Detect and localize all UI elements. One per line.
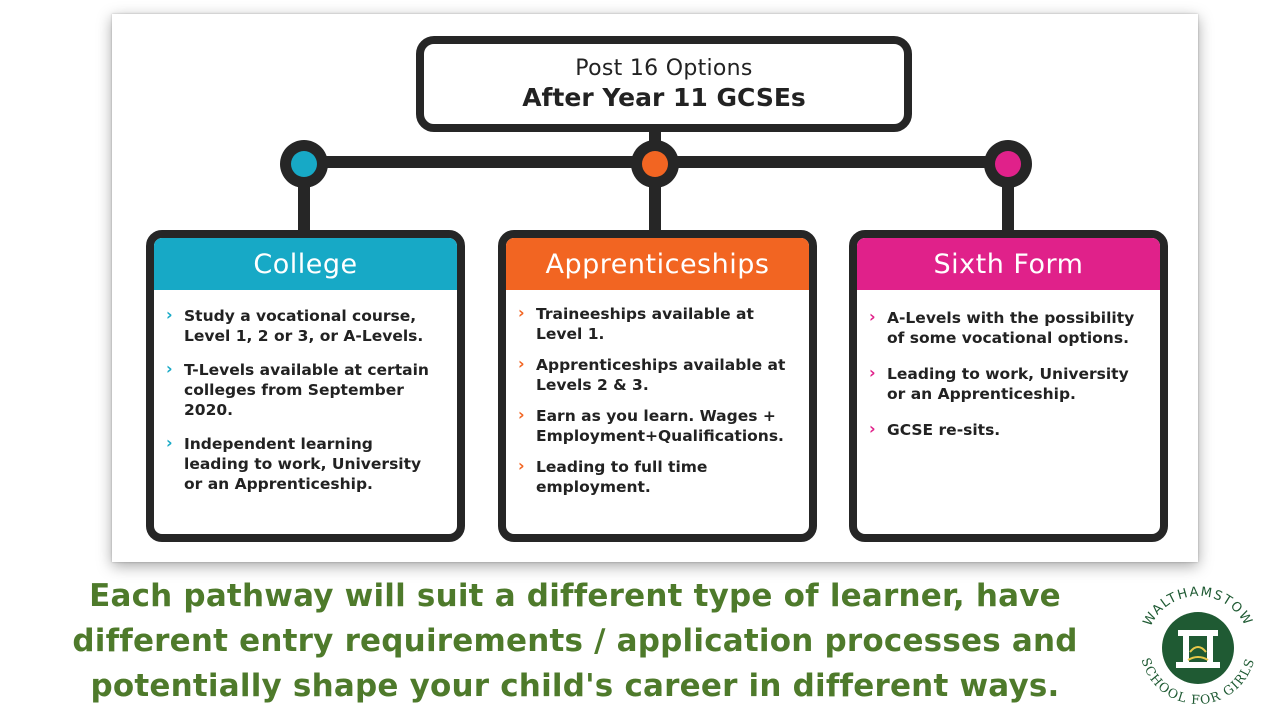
school-logo: WALTHAMSTOW SCHOOL FOR GIRLS bbox=[1139, 585, 1257, 707]
chevron-right-icon: › bbox=[518, 405, 525, 424]
chevron-right-icon: › bbox=[869, 307, 876, 326]
chevron-right-icon: › bbox=[518, 456, 525, 475]
list-item: ›Apprenticeships available at Levels 2 &… bbox=[518, 354, 786, 395]
list-item: ›A-Levels with the possibility of some v… bbox=[869, 307, 1135, 348]
list-item: ›GCSE re-sits. bbox=[869, 419, 1001, 440]
connector-lines bbox=[280, 124, 1032, 234]
card-apprenticeships: Apprenticeships ›Traineeships available … bbox=[498, 230, 817, 542]
caption-text: Each pathway will suit a different type … bbox=[72, 578, 1078, 704]
diagram-panel: Post 16 Options After Year 11 GCSEs Coll… bbox=[112, 14, 1198, 562]
chevron-right-icon: › bbox=[869, 419, 876, 438]
list-item: ›Leading to work, University or an Appre… bbox=[869, 363, 1129, 404]
card-sixth-form-heading: Sixth Form bbox=[857, 238, 1160, 290]
card-sixth-form: Sixth Form ›A-Levels with the possibilit… bbox=[849, 230, 1168, 542]
list-item: ›T-Levels available at certain colleges … bbox=[166, 359, 429, 420]
list-item: ›Traineeships available at Level 1. bbox=[518, 303, 754, 344]
chevron-right-icon: › bbox=[518, 303, 525, 322]
chevron-right-icon: › bbox=[166, 359, 173, 378]
list-item: ›Leading to full time employment. bbox=[518, 456, 708, 497]
chevron-right-icon: › bbox=[518, 354, 525, 373]
card-college: College ›Study a vocational course, Leve… bbox=[146, 230, 465, 542]
list-item: ›Independent learning leading to work, U… bbox=[166, 433, 422, 494]
card-college-heading: College bbox=[154, 238, 457, 290]
card-apprenticeships-heading: Apprenticeships bbox=[506, 238, 809, 290]
list-item: ›Study a vocational course, Level 1, 2 o… bbox=[166, 305, 424, 346]
list-item: ›Earn as you learn. Wages + Employment+Q… bbox=[518, 405, 784, 446]
diagram-title-box: Post 16 Options After Year 11 GCSEs bbox=[416, 36, 912, 132]
chevron-right-icon: › bbox=[166, 305, 173, 324]
title-line-1: Post 16 Options bbox=[575, 56, 753, 81]
title-line-2: After Year 11 GCSEs bbox=[522, 83, 806, 112]
chevron-right-icon: › bbox=[166, 433, 173, 452]
chevron-right-icon: › bbox=[869, 363, 876, 382]
